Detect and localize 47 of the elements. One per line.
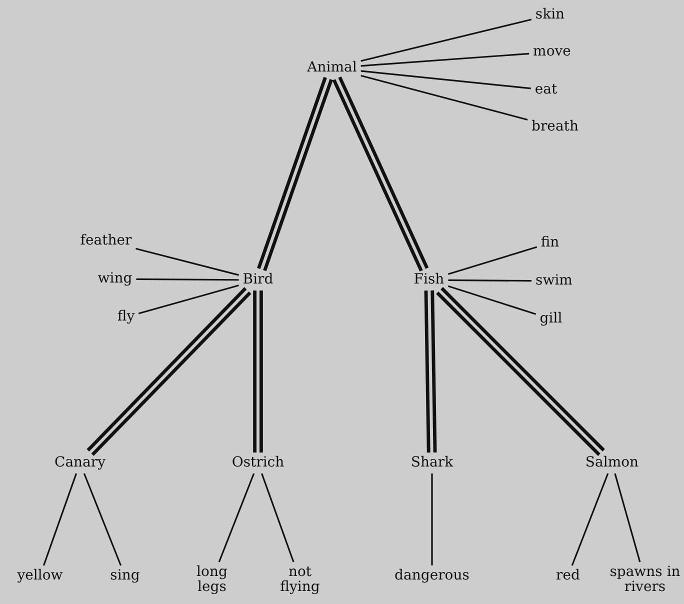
- node-label: feather: [80, 234, 132, 248]
- line: [448, 246, 538, 275]
- node-label: gill: [540, 312, 562, 326]
- node-label: eat: [534, 82, 558, 98]
- double-line: [332, 75, 429, 273]
- line: [218, 473, 255, 562]
- node-label: skin: [535, 8, 565, 22]
- node-label: dangerous: [394, 568, 470, 584]
- line: [448, 279, 532, 282]
- node-label: spawns in rivers: [605, 565, 684, 595]
- double-line: [253, 288, 263, 454]
- node-label: not flying: [270, 565, 330, 595]
- node-label: Salmon: [585, 456, 639, 470]
- line: [138, 284, 239, 314]
- node-label: Shark: [410, 456, 454, 470]
- line: [42, 473, 78, 566]
- line: [431, 474, 433, 566]
- node-label: Animal: [307, 60, 357, 76]
- line: [136, 248, 239, 276]
- line: [448, 285, 536, 315]
- double-line: [86, 286, 252, 456]
- node-label: red: [556, 568, 580, 584]
- double-line: [436, 286, 606, 456]
- node-label: wing: [98, 272, 132, 286]
- node-label: Bird: [242, 272, 274, 288]
- line: [360, 74, 528, 120]
- node-label: long legs: [187, 565, 237, 595]
- node-label: Ostrich: [232, 456, 284, 470]
- line: [83, 473, 122, 566]
- node-label: fin: [540, 236, 560, 250]
- line: [136, 278, 239, 281]
- line: [360, 52, 530, 67]
- node-label: Fish: [414, 272, 444, 288]
- double-line: [424, 288, 437, 454]
- node-label: sing: [110, 568, 140, 584]
- node-label: move: [533, 44, 571, 60]
- node-label: yellow: [17, 568, 63, 584]
- line: [360, 18, 532, 62]
- node-label: fly: [117, 310, 135, 324]
- node-label: Canary: [54, 456, 106, 470]
- node-label: swim: [536, 274, 572, 288]
- node-label: breath: [532, 120, 578, 134]
- line: [571, 473, 609, 566]
- line: [261, 473, 294, 562]
- line: [360, 70, 531, 90]
- line: [614, 473, 641, 562]
- double-line: [256, 76, 334, 272]
